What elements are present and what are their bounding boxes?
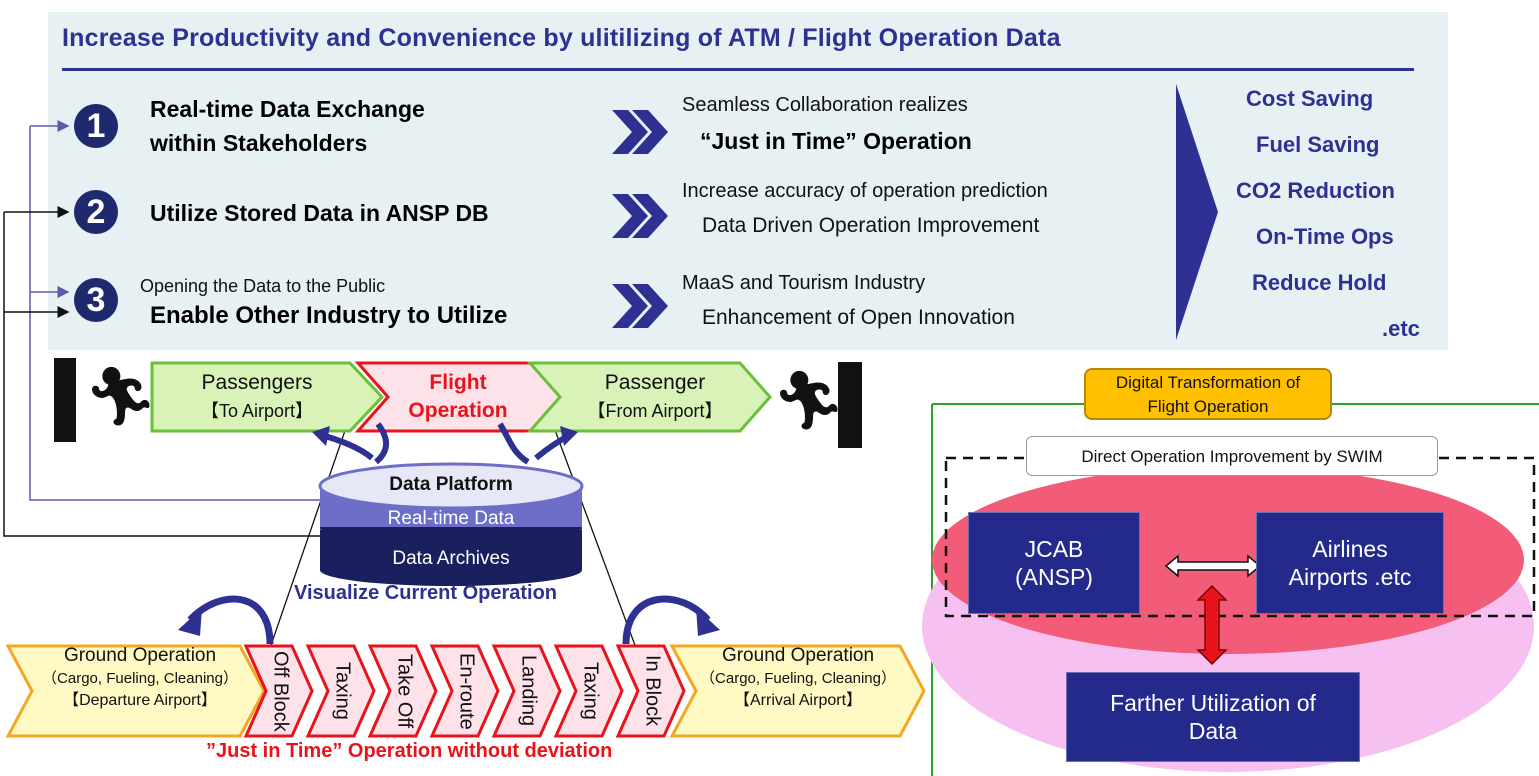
number-badge-2: 2: [74, 190, 118, 234]
ground-dep-label: Ground Operation （Cargo, Fueling, Cleani…: [30, 644, 250, 738]
number-badge-3: 3: [74, 278, 118, 322]
passengers-to-label: Passengers 【To Airport】: [162, 369, 352, 425]
item-1-line1: Real-time Data Exchange: [150, 96, 425, 122]
phase-taxing-1: Taxing: [324, 648, 360, 734]
runner-icon: 🏃︎: [84, 364, 158, 429]
door-icon-left: [54, 358, 76, 442]
phase-taxing-2-label: Taxing: [579, 662, 602, 720]
chevron-double-right-icon: [612, 194, 668, 238]
jcab-line2: (ANSP): [1015, 564, 1093, 590]
further-line2: Data: [1188, 718, 1238, 744]
passenger-from-shape: [526, 361, 773, 433]
result-fuel-saving: Fuel Saving: [1256, 132, 1380, 157]
result-etc: .etc: [1382, 316, 1420, 341]
effect-1-line2: “Just in Time” Operation: [700, 128, 972, 154]
link-line-1: [29, 126, 322, 501]
data-archives-label: Data Archives: [392, 548, 510, 569]
passenger-from-label: Passenger 【From Airport】: [562, 369, 748, 425]
phase-in-block: In Block: [634, 648, 670, 734]
flight-op-line2: Operation: [408, 399, 508, 422]
ground-dep-line3: 【Departure Airport】: [63, 692, 217, 709]
number-badge-1: 1: [74, 104, 118, 148]
line-right-down: [551, 421, 637, 649]
result-reduce-hold: Reduce Hold: [1252, 270, 1387, 295]
jit-caption: ”Just in Time” Operation without deviati…: [206, 740, 613, 762]
phase-landing-label: Landing: [517, 655, 540, 727]
vertical-double-arrow-icon: [1196, 584, 1228, 666]
result-co2-reduction: CO2 Reduction: [1236, 178, 1395, 203]
effect-1-line1: Seamless Collaboration realizes: [682, 94, 968, 116]
passengers-to-line1: Passengers: [201, 371, 313, 394]
item-3-line1: Enable Other Industry to Utilize: [150, 302, 508, 329]
flight-op-label: Flight Operation: [378, 369, 538, 425]
ground-dep-shape: [5, 644, 266, 738]
phase-in-block-label: In Block: [641, 655, 664, 727]
phase-off-block-label: Off Block: [269, 650, 292, 732]
dx-title-box: Digital Transformation of Flight Operati…: [1084, 368, 1332, 420]
phase-take-off-label: Take Off: [393, 653, 416, 729]
link-line-2: [3, 212, 322, 537]
jcab-box: JCAB (ANSP): [968, 512, 1140, 614]
airlines-line1: Airlines: [1312, 536, 1388, 562]
item-1-line2: within Stakeholders: [150, 130, 368, 156]
line-left-down: [269, 421, 349, 649]
further-utilization-box: Farther Utilization of Data: [1066, 672, 1360, 762]
effect-3-line2: Enhancement of Open Innovation: [702, 306, 1015, 329]
swim-label: Direct Operation Improvement by SWIM: [1026, 436, 1438, 476]
result-cost-saving: Cost Saving: [1246, 86, 1374, 111]
result-on-time-ops: On-Time Ops: [1256, 224, 1394, 249]
passengers-to-line2: 【To Airport】: [200, 401, 314, 421]
further-line1: Farther Utilization of: [1110, 690, 1316, 716]
runner-icon: 🏃︎: [772, 368, 846, 433]
phase-taxing-1-label: Taxing: [331, 662, 354, 720]
passenger-from-line1: Passenger: [604, 371, 706, 394]
effect-2-line2: Data Driven Operation Improvement: [702, 214, 1040, 237]
data-platform-title: Data Platform: [389, 474, 513, 495]
jcab-line1: JCAB: [1024, 536, 1084, 562]
ground-arr-shape: [669, 644, 926, 738]
phase-take-off: Take Off: [386, 648, 422, 734]
visualize-caption: Visualize Current Operation: [294, 582, 558, 604]
effect-3-line1: MaaS and Tourism Industry: [682, 272, 926, 294]
item-3-sub: Opening the Data to the Public: [140, 276, 386, 296]
airlines-line2: Airports .etc: [1288, 564, 1412, 590]
dx-title-line2: Flight Operation: [1147, 397, 1269, 416]
big-right-arrow-icon: [1176, 84, 1218, 340]
item-2-line1: Utilize Stored Data in ANSP DB: [150, 200, 489, 226]
passenger-from-line2: 【From Airport】: [587, 401, 723, 421]
door-icon-right: [838, 362, 862, 448]
chevron-double-right-icon: [612, 110, 668, 154]
phase-landing: Landing: [510, 648, 546, 734]
lower-curved-arrows: [178, 595, 720, 645]
phase-en-route-label: En-route: [455, 652, 478, 730]
ground-arr-line2: （Cargo, Fueling, Cleaning）: [700, 670, 896, 687]
ground-dep-line2: （Cargo, Fueling, Cleaning）: [42, 670, 238, 687]
phase-en-route: En-route: [448, 648, 484, 734]
effect-2-line1: Increase accuracy of operation predictio…: [682, 180, 1048, 202]
ground-arr-line3: 【Arrival Airport】: [733, 692, 863, 709]
page-title: Increase Productivity and Convenience by…: [62, 24, 1061, 52]
phase-off-block: Off Block: [262, 648, 298, 734]
ground-arr-line1: Ground Operation: [721, 645, 875, 666]
flight-op-line1: Flight: [429, 371, 487, 394]
chevron-double-right-icon: [612, 284, 668, 328]
ground-arr-label: Ground Operation （Cargo, Fueling, Cleani…: [686, 644, 910, 738]
realtime-data-label: Real-time Data: [387, 508, 515, 529]
phase-taxing-2: Taxing: [572, 648, 608, 734]
data-platform-cylinder: [318, 462, 584, 586]
title-underline: [62, 68, 1414, 71]
dx-title-line1: Digital Transformation of: [1115, 373, 1301, 392]
passengers-to-shape: [150, 361, 385, 433]
ground-dep-line1: Ground Operation: [63, 645, 217, 666]
airlines-box: Airlines Airports .etc: [1256, 512, 1444, 614]
